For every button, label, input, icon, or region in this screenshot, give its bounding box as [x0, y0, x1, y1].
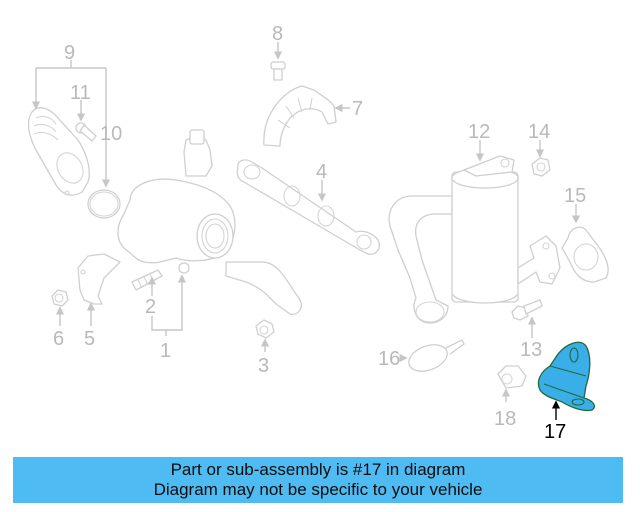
callout-13[interactable]: 13 [520, 339, 542, 361]
part-2-stud[interactable] [131, 269, 163, 291]
part-10-o-ring[interactable] [87, 189, 121, 219]
parts-diagram: 9 11 10 8 7 4 2 1 5 6 3 12 14 15 13 16 1… [27, 23, 609, 443]
callout-15[interactable]: 15 [564, 185, 586, 207]
callout-9[interactable]: 9 [64, 42, 75, 64]
part-15-gasket[interactable] [561, 226, 609, 283]
callout-1[interactable]: 1 [160, 340, 171, 362]
part-7-heat-shield[interactable] [263, 85, 337, 147]
callout-2[interactable]: 2 [145, 296, 156, 318]
part-1-turbocharger[interactable] [117, 129, 302, 315]
leader-lines [31, 42, 581, 420]
part-14-nut[interactable] [531, 157, 551, 177]
part-5-bracket[interactable] [77, 253, 121, 305]
banner-line-disclaimer: Diagram may not be specific to your vehi… [153, 480, 483, 499]
part-18-nut[interactable] [497, 365, 527, 389]
part-3-nut[interactable] [255, 319, 275, 339]
part-17-bracket-highlighted[interactable] [537, 341, 596, 412]
part-11-bolt[interactable] [75, 122, 97, 142]
callout-8[interactable]: 8 [272, 23, 283, 45]
part-9-intake-hose[interactable] [27, 107, 90, 196]
info-banner: Part or sub-assembly is #17 in diagram D… [13, 457, 623, 503]
banner-line-part-number: Part or sub-assembly is #17 in diagram [170, 460, 466, 479]
callout-12[interactable]: 12 [468, 121, 490, 143]
callout-18[interactable]: 18 [494, 408, 516, 430]
callout-14[interactable]: 14 [528, 121, 550, 143]
part-12-particulate-filter[interactable] [388, 155, 561, 324]
callout-10[interactable]: 10 [100, 123, 122, 145]
part-4-manifold-gasket[interactable] [236, 159, 380, 255]
callout-7[interactable]: 7 [352, 98, 363, 120]
part-13-bolt[interactable] [511, 299, 543, 321]
part-8-bolt[interactable] [270, 61, 286, 81]
callout-5[interactable]: 5 [84, 328, 95, 350]
part-16-clamp[interactable] [405, 339, 465, 376]
callout-17[interactable]: 17 [544, 421, 566, 443]
callout-11[interactable]: 11 [70, 82, 91, 104]
callout-labels: 9 11 10 8 7 4 2 1 5 6 3 12 14 15 13 16 1… [53, 23, 586, 443]
callout-16[interactable]: 16 [378, 348, 400, 370]
callout-6[interactable]: 6 [53, 328, 64, 350]
callout-4[interactable]: 4 [316, 161, 327, 183]
part-6-nut[interactable] [51, 289, 69, 307]
callout-3[interactable]: 3 [258, 355, 269, 377]
